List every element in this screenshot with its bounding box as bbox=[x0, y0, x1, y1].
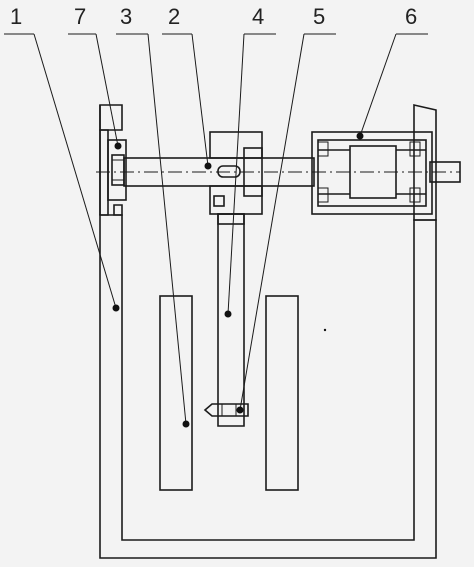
right-bearing-housing bbox=[311, 131, 461, 215]
label-part-4: 4 bbox=[252, 4, 264, 29]
label-part-5: 5 bbox=[313, 4, 325, 29]
container-body bbox=[99, 103, 437, 559]
part-number-labels: 1 7 3 2 4 5 6 bbox=[4, 4, 428, 35]
leader-lines bbox=[33, 33, 397, 428]
pin bbox=[203, 403, 249, 417]
label-part-6: 6 bbox=[405, 4, 417, 29]
label-part-2: 2 bbox=[168, 4, 180, 29]
label-part-1: 1 bbox=[10, 4, 22, 29]
label-part-3: 3 bbox=[120, 4, 132, 29]
plates bbox=[159, 295, 299, 491]
hub bbox=[209, 131, 263, 215]
shaft bbox=[96, 157, 460, 187]
arm bbox=[217, 213, 245, 427]
label-part-7: 7 bbox=[74, 4, 86, 29]
